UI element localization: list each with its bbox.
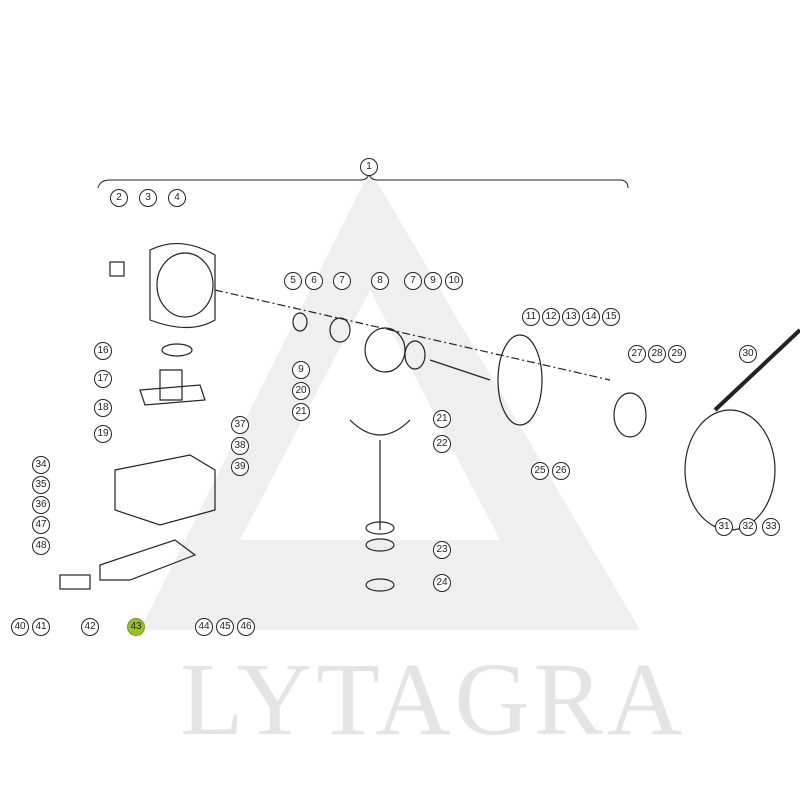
callout-46[interactable]: 46	[237, 618, 255, 636]
callout-6[interactable]: 6	[305, 272, 323, 290]
bracket-34	[114, 454, 216, 526]
belt-30	[713, 328, 800, 412]
callout-48[interactable]: 48	[32, 537, 50, 555]
callout-37[interactable]: 37	[231, 416, 249, 434]
callout-18[interactable]: 18	[94, 399, 112, 417]
callout-15[interactable]: 15	[602, 308, 620, 326]
callout-45[interactable]: 45	[216, 618, 234, 636]
callout-41[interactable]: 41	[32, 618, 50, 636]
callout-24[interactable]: 24	[433, 574, 451, 592]
callout-33[interactable]: 33	[762, 518, 780, 536]
callout-25[interactable]: 25	[531, 462, 549, 480]
callout-32[interactable]: 32	[739, 518, 757, 536]
callout-1[interactable]: 1	[360, 158, 378, 176]
callout-7[interactable]: 7	[333, 272, 351, 290]
callout-44[interactable]: 44	[195, 618, 213, 636]
callout-35[interactable]: 35	[32, 476, 50, 494]
callout-40[interactable]: 40	[11, 618, 29, 636]
callout-12[interactable]: 12	[542, 308, 560, 326]
gearbox-housing	[149, 242, 216, 329]
callout-2[interactable]: 2	[110, 189, 128, 207]
callout-34[interactable]: 34	[32, 456, 50, 474]
yoke-22	[349, 419, 411, 530]
callout-27[interactable]: 27	[628, 345, 646, 363]
callout-9[interactable]: 9	[424, 272, 442, 290]
callout-43-highlighted[interactable]: 43	[127, 618, 145, 636]
callout-8[interactable]: 8	[371, 272, 389, 290]
callout-10[interactable]: 10	[445, 272, 463, 290]
callout-39[interactable]: 39	[231, 458, 249, 476]
watermark: LYTAGRA	[180, 642, 687, 757]
callout-42[interactable]: 42	[81, 618, 99, 636]
callout-11[interactable]: 11	[522, 308, 540, 326]
pulley-31	[684, 409, 776, 531]
callout-23[interactable]: 23	[433, 541, 451, 559]
callout-30[interactable]: 30	[739, 345, 757, 363]
callout-9[interactable]: 9	[292, 361, 310, 379]
callout-7[interactable]: 7	[404, 272, 422, 290]
arm-43	[99, 539, 197, 581]
callout-14[interactable]: 14	[582, 308, 600, 326]
callout-3[interactable]: 3	[139, 189, 157, 207]
callout-4[interactable]: 4	[168, 189, 186, 207]
callout-28[interactable]: 28	[648, 345, 666, 363]
callout-16[interactable]: 16	[94, 342, 112, 360]
callout-29[interactable]: 29	[668, 345, 686, 363]
callout-26[interactable]: 26	[552, 462, 570, 480]
callout-21[interactable]: 21	[292, 403, 310, 421]
callout-5[interactable]: 5	[284, 272, 302, 290]
callout-36[interactable]: 36	[32, 496, 50, 514]
callout-13[interactable]: 13	[562, 308, 580, 326]
callout-47[interactable]: 47	[32, 516, 50, 534]
callout-22[interactable]: 22	[433, 435, 451, 453]
callout-17[interactable]: 17	[94, 370, 112, 388]
callout-38[interactable]: 38	[231, 437, 249, 455]
callout-19[interactable]: 19	[94, 425, 112, 443]
callout-21[interactable]: 21	[433, 410, 451, 428]
flange-11	[497, 334, 543, 426]
callout-20[interactable]: 20	[292, 382, 310, 400]
callout-31[interactable]: 31	[715, 518, 733, 536]
